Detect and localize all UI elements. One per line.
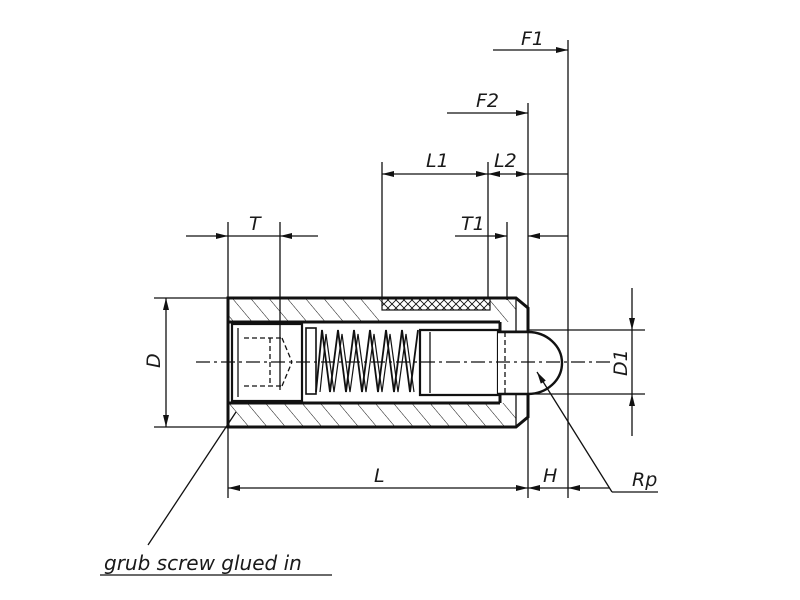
label-D: D <box>143 353 165 368</box>
spring-coil <box>315 329 419 393</box>
spring-seat <box>305 327 317 395</box>
dimension-lines <box>100 47 658 576</box>
top-wall-hatch <box>228 298 382 322</box>
top-wall-hatch-right <box>490 298 516 322</box>
label-T1: T1 <box>461 213 485 235</box>
label-T: T <box>249 213 262 235</box>
label-F2: F2 <box>476 90 499 112</box>
label-H: H <box>543 465 557 487</box>
label-L: L <box>374 465 385 487</box>
label-Rp: Rp <box>632 469 657 491</box>
bottom-wall-hatch <box>228 403 516 427</box>
label-L2: L2 <box>494 150 517 172</box>
note-grub-screw: grub screw glued in <box>104 551 302 575</box>
label-L1: L1 <box>426 150 449 172</box>
label-F1: F1 <box>521 28 544 50</box>
label-D1: D1 <box>610 349 632 376</box>
ball-nose <box>498 330 564 396</box>
dimension-labels: F1 F2 L1 L2 T T1 D D1 L H Rp grub screw … <box>104 28 657 575</box>
spring <box>305 327 419 395</box>
thread-lock-patch <box>381 297 491 311</box>
extension-lines <box>154 40 645 498</box>
